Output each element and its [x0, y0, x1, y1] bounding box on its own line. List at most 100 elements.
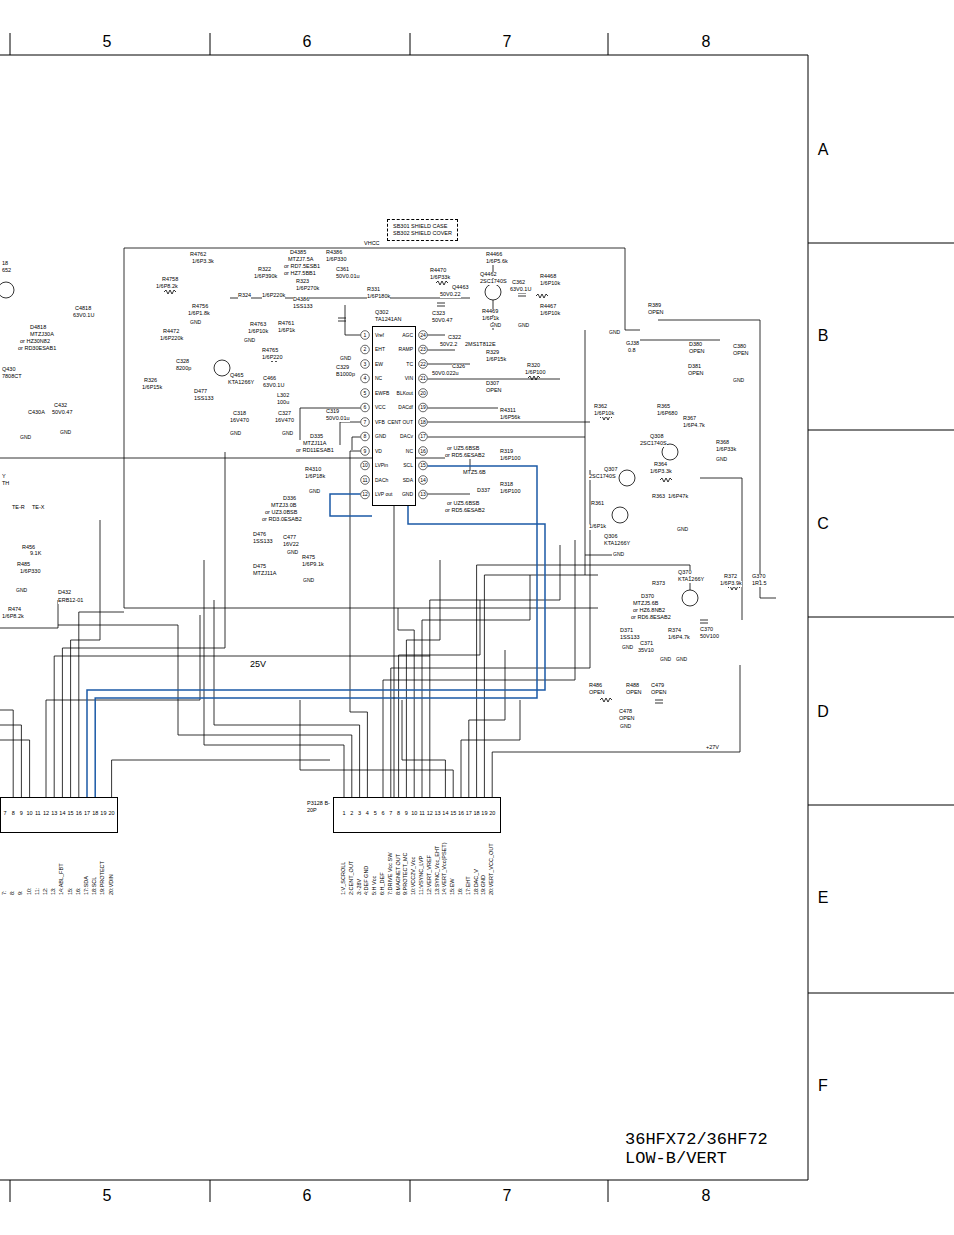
part-label: D4818 — [30, 325, 46, 331]
grid-index: 5 — [103, 34, 112, 50]
part-label: R364 — [654, 462, 667, 468]
part-label: OPEN — [589, 690, 605, 696]
part-label: Q465 — [230, 373, 243, 379]
part-label: D370 — [641, 594, 654, 600]
part-label: Q308 — [650, 434, 663, 440]
part-label: R4762 — [190, 252, 206, 258]
pin-name: 16: — [458, 887, 464, 895]
part-label: 16V470 — [275, 418, 294, 424]
part-label: MTZJ11A — [253, 571, 276, 577]
node-text: 17 — [84, 811, 90, 817]
wire — [0, 282, 14, 298]
wire — [484, 575, 598, 797]
part-label: GND — [230, 431, 241, 436]
grid-index: 8 — [702, 34, 711, 50]
pin-name: 6:H_DEF — [380, 872, 386, 895]
node-text: 13 — [435, 811, 441, 817]
part-label: KTA1266Y — [228, 380, 254, 386]
wire — [95, 466, 537, 797]
pin-name: 17:EHT — [466, 876, 472, 895]
wire — [46, 615, 200, 797]
node-text: GND — [402, 492, 413, 497]
part-label: 1/6P3.9k — [720, 581, 742, 587]
part-label: R389 — [648, 303, 661, 309]
part-label: D337 — [477, 488, 490, 494]
pin-number: 2 — [364, 347, 367, 352]
node-text: EW — [375, 362, 383, 367]
part-label: TH — [2, 481, 9, 487]
part-label: R4386 — [326, 250, 342, 256]
part-label: GND — [340, 356, 351, 361]
part-label: GND — [20, 435, 31, 440]
part-label: 1/6P10k — [540, 311, 560, 317]
node-text: 13 — [51, 811, 57, 817]
node-text: DACh — [375, 478, 388, 483]
pin-number: 3 — [364, 362, 367, 367]
part-label: GND — [309, 489, 320, 494]
part-label: 9.1K — [30, 551, 41, 557]
part-label: 35V10 — [638, 648, 654, 654]
wire — [0, 33, 954, 1202]
part-label: R4466 — [486, 252, 502, 258]
part-label: or RD3.0ESAB2 — [262, 517, 302, 523]
pin-number: 1 — [364, 333, 367, 338]
wire — [492, 665, 740, 797]
wire — [682, 590, 698, 606]
wire — [338, 293, 708, 703]
part-label: C479 — [651, 683, 664, 689]
node-text: 19 — [481, 811, 487, 817]
node-text: P3128 B-20P — [307, 800, 331, 813]
part-label: 1/6P33k — [716, 447, 736, 453]
node-text: 11 — [419, 811, 425, 817]
part-label: R4310 — [305, 467, 321, 473]
pin-circle — [361, 418, 370, 427]
part-label: Q4463 — [452, 285, 469, 291]
wire — [430, 545, 560, 797]
part-label: 1/6P47k — [668, 494, 688, 500]
part-label: R323 — [296, 279, 309, 285]
pin-number: 15 — [420, 463, 426, 468]
part-label: 1/6P100 — [500, 456, 521, 462]
wire — [300, 700, 453, 797]
wire — [485, 284, 501, 300]
part-label: Q370 — [678, 570, 691, 576]
wire — [214, 360, 230, 376]
part-label: D476 — [253, 532, 266, 538]
part-label: OPEN — [486, 388, 502, 394]
wire — [461, 700, 520, 797]
part-label: R4472 — [163, 329, 179, 335]
node-text: SB301 SHIELD CASE — [393, 224, 452, 230]
node-text: SCL — [403, 463, 413, 468]
pin-number: 12 — [362, 492, 368, 497]
part-label: 1/6P1k — [482, 316, 499, 322]
pin-number: 16 — [420, 449, 426, 454]
wire — [383, 540, 575, 797]
pin-name: 3:-28V — [357, 879, 363, 895]
node-text: DACdf — [398, 405, 413, 410]
part-label: 1/6P330 — [326, 257, 347, 263]
part-label: Q307 — [604, 467, 617, 473]
part-label: KTA1266Y — [604, 541, 630, 547]
part-label: R474 — [8, 607, 21, 613]
node-text: 18 — [474, 811, 480, 817]
part-label: 1/6P10k — [594, 411, 614, 417]
part-label: 1/6P680 — [657, 411, 678, 417]
node-text: 19 — [100, 811, 106, 817]
part-label: GND — [716, 457, 727, 462]
pin-circle — [419, 360, 428, 369]
node-text: 5 — [374, 811, 377, 817]
pin-number: 11 — [362, 478, 367, 483]
part-label: C4818 — [75, 306, 91, 312]
pin-number: 9 — [364, 449, 367, 454]
part-label: or RD7.5ESB1 — [284, 264, 320, 270]
part-label: 1/6P100 — [500, 489, 521, 495]
wire — [112, 760, 330, 797]
part-label: 1R1.5 — [752, 581, 767, 587]
part-label: GND — [622, 645, 633, 650]
part-label: MTZ5.6B — [463, 470, 486, 476]
node-text: 9 — [405, 811, 408, 817]
part-label: 1/6P1.8k — [188, 311, 210, 317]
node-text: 12 — [43, 811, 49, 817]
node-text: 7 — [3, 811, 6, 817]
